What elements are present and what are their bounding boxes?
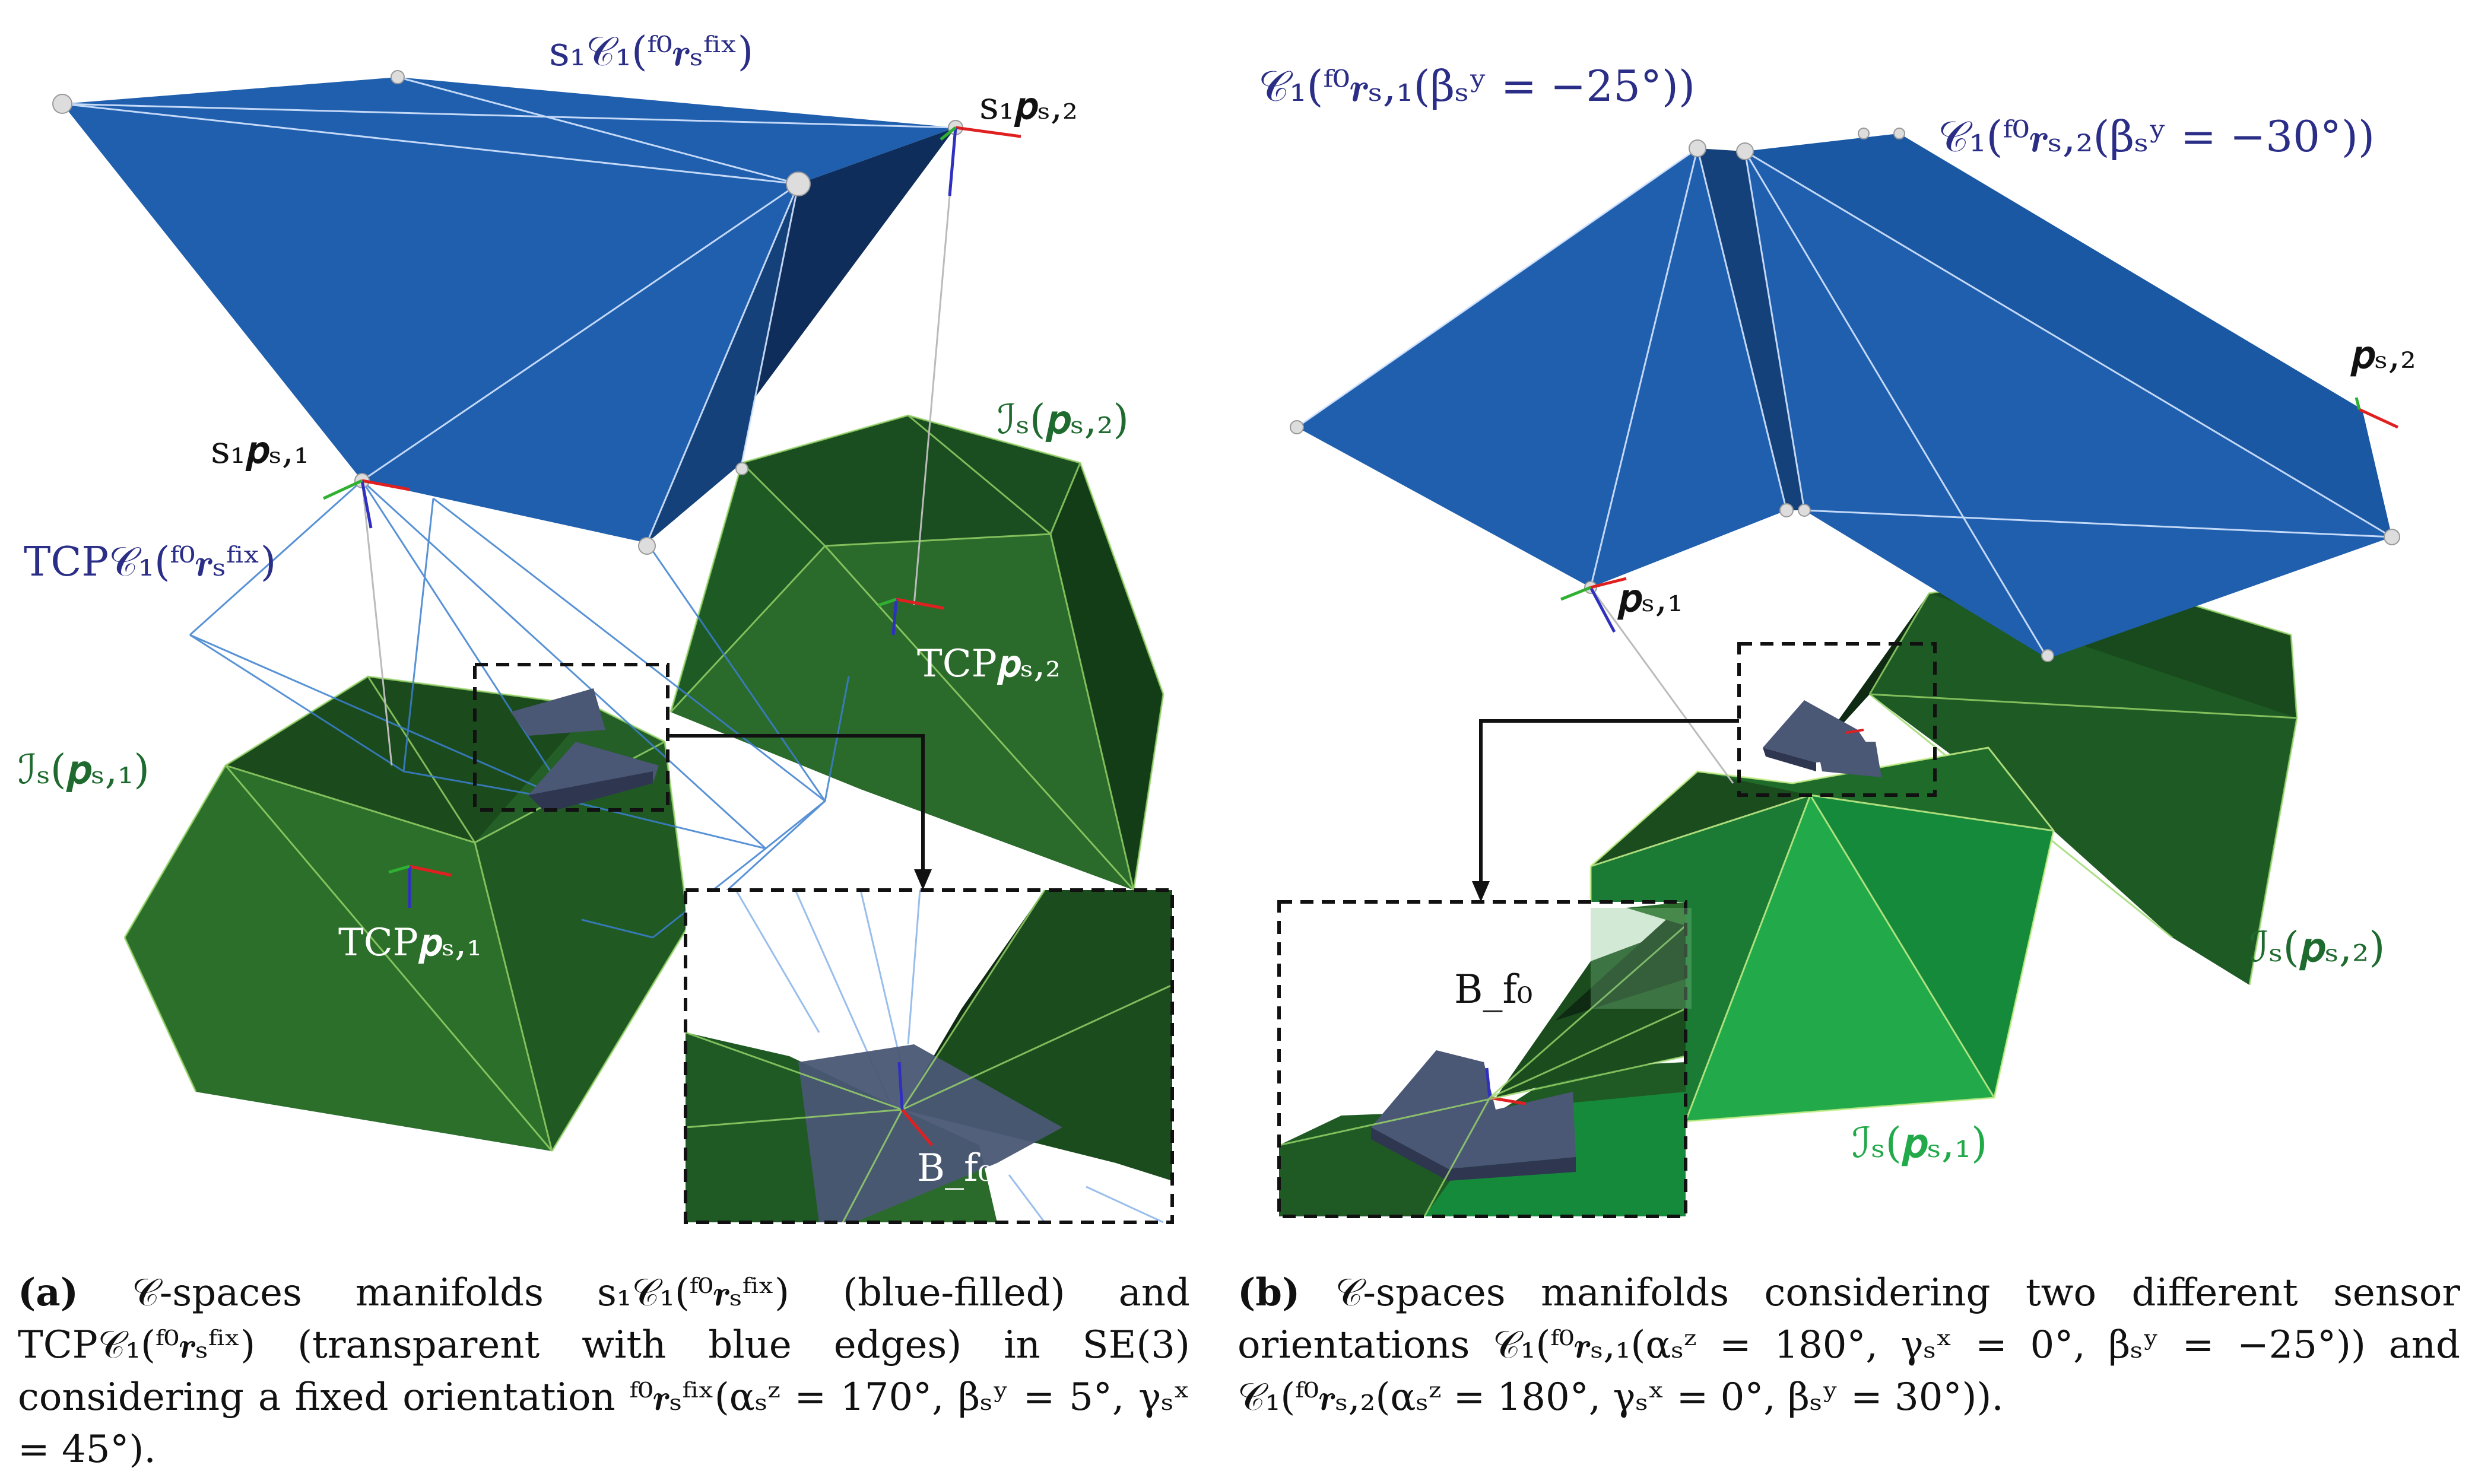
blue-manifold-a [52, 70, 963, 555]
gripper-plate-b [1763, 700, 1881, 777]
blue-manifold-b-r2 [1290, 128, 2400, 662]
label-bf0-b: B_f₀ [1454, 967, 1532, 1012]
zoom-arrow-b [1479, 719, 1739, 884]
caption-b-text: 𝒞-spaces manifolds considering two diffe… [1238, 1271, 2460, 1419]
label-p2: 𝒑ₛ,₂ [2350, 332, 2416, 377]
caption-a-tag: (a) [18, 1270, 79, 1315]
connector-lines-a [361, 127, 957, 766]
zoom-source-box-b [1737, 642, 1937, 797]
green-manifold-a-p2 [669, 414, 1164, 891]
label-is-p1-b: ℐₛ(𝒑ₛ,₁) [1852, 1118, 1987, 1167]
caption-a-text: 𝒞-spaces manifolds s₁𝒞₁(ᶠ⁰𝒓ₛᶠⁱˣ) (blue-f… [18, 1271, 1190, 1472]
label-bf0-a: B_f₀ [917, 1146, 993, 1190]
panel-b: 𝒞₁(ᶠ⁰𝒓ₛ,₁(βₛʸ = −25°)) 𝒞₁(ᶠ⁰𝒓ₛ,₂(βₛʸ = −… [1258, 61, 2416, 1218]
label-is-p2: ℐₛ(𝒑ₛ,₂) [997, 396, 1129, 443]
frame-axes-a [322, 126, 1021, 908]
gripper-plate-a [510, 688, 659, 813]
label-c1-r2: 𝒞₁(ᶠ⁰𝒓ₛ,₂(βₛʸ = −30°)) [1938, 112, 2375, 161]
caption-b-tag: (b) [1238, 1270, 1300, 1315]
blue-manifold-b-r1 [1296, 147, 1804, 588]
label-s1-p2: s₁𝒑ₛ,₂ [979, 84, 1078, 128]
label-s1-c1: s₁𝒞₁(ᶠ⁰𝒓ₛᶠⁱˣ) [549, 28, 753, 75]
label-p1: 𝒑ₛ,₁ [1617, 575, 1683, 621]
label-c1-r1: 𝒞₁(ᶠ⁰𝒓ₛ,₁(βₛʸ = −25°)) [1258, 61, 1695, 111]
label-is-p2-b: ℐₛ(𝒑ₛ,₂) [2249, 923, 2385, 971]
caption-a: (a) 𝒞-spaces manifolds s₁𝒞₁(ᶠ⁰𝒓ₛᶠⁱˣ) (bl… [18, 1267, 1190, 1476]
label-tcp-p2: TCP𝒑ₛ,₂ [917, 642, 1061, 686]
label-s1-p1: s₁𝒑ₛ,₁ [211, 428, 309, 472]
green-manifold-a-p1 [123, 675, 690, 1152]
caption-b: (b) 𝒞-spaces manifolds considering two d… [1238, 1267, 2460, 1423]
zoom-inset-a [684, 888, 1174, 1224]
panel-a: s₁𝒞₁(ᶠ⁰𝒓ₛᶠⁱˣ) s₁𝒑ₛ,₂ s₁𝒑ₛ,₁ TCP𝒞₁(ᶠ⁰𝒓ₛᶠⁱ… [18, 28, 1174, 1224]
zoom-inset-b [1277, 900, 1687, 1218]
zoom-arrow-a [668, 734, 925, 872]
label-is-p1: ℐₛ(𝒑ₛ,₁) [18, 746, 150, 793]
label-tcp-c1: TCP𝒞₁(ᶠ⁰𝒓ₛᶠⁱˣ) [24, 539, 276, 586]
frame-axes-b [1560, 397, 2399, 633]
label-tcp-p1: TCP𝒑ₛ,₁ [338, 921, 482, 965]
